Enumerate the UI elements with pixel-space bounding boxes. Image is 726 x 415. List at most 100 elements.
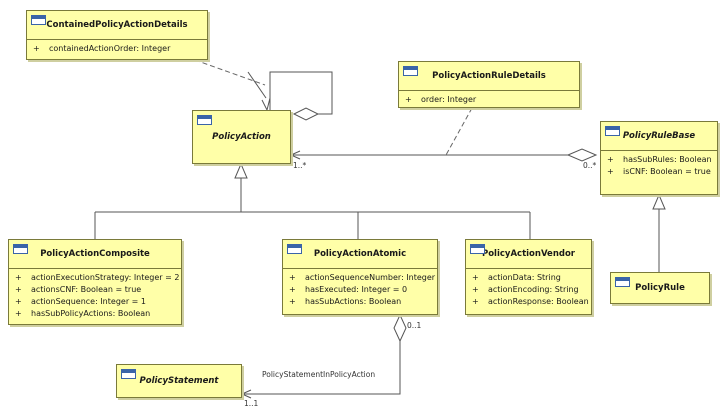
attribute-text: isCNF: Boolean = true <box>623 167 711 176</box>
attribute-row: + actionEncoding: String <box>470 284 587 296</box>
attribute-text: actionExecutionStrategy: Integer = 2 <box>31 273 180 282</box>
attribute-row: + order: Integer <box>403 94 575 106</box>
visibility-marker: + <box>607 167 614 176</box>
assoc-class-link-ruledetails <box>445 107 473 156</box>
self-association-line <box>269 71 333 115</box>
attribute-row: + hasSubPolicyActions: Boolean <box>13 308 177 320</box>
class-policy-action-composite[interactable]: PolicyActionComposite + actionExecutionSt… <box>8 239 182 325</box>
attribute-text: actionSequenceNumber: Integer <box>305 273 436 282</box>
attribute-text: containedActionOrder: Integer <box>49 44 171 53</box>
contained-arrow-line <box>247 71 267 99</box>
class-icon <box>615 277 630 287</box>
class-name: PolicyAction <box>212 132 271 142</box>
attribute-list: + actionData: String + actionEncoding: Stri… <box>466 268 591 311</box>
class-policy-statement[interactable]: PolicyStatement <box>116 364 242 398</box>
attribute-text: hasSubActions: Boolean <box>305 297 402 306</box>
class-icon <box>197 115 212 125</box>
rule-generalization-triangle <box>652 193 666 210</box>
attribute-list: + actionSequenceNumber: Integer + hasExecut… <box>283 268 437 311</box>
attribute-row: + hasSubRules: Boolean <box>605 154 713 166</box>
attribute-list: + order: Integer <box>399 90 579 109</box>
class-icon <box>403 66 418 76</box>
self-association-diamond <box>292 107 320 121</box>
class-icon <box>287 244 302 254</box>
attribute-list: + hasSubRules: Boolean + isCNF: Boolean = t… <box>601 150 717 181</box>
visibility-marker: + <box>607 155 614 164</box>
assoc-class-link-contained <box>194 59 266 86</box>
attribute-text: hasSubRules: Boolean <box>623 155 712 164</box>
attribute-text: order: Integer <box>421 95 477 104</box>
attribute-text: actionsCNF: Boolean = true <box>31 285 142 294</box>
statement-aggregation-arrowhead <box>240 389 252 399</box>
class-header: ContainedPolicyActionDetails <box>27 11 207 39</box>
contained-arrowhead <box>261 97 271 112</box>
class-icon <box>31 15 46 25</box>
class-name: PolicyActionRuleDetails <box>432 71 546 81</box>
attribute-row: + isCNF: Boolean = true <box>605 166 713 178</box>
attribute-list: + containedActionOrder: Integer <box>27 39 207 58</box>
attribute-list: + actionExecutionStrategy: Integer = 2 + ac… <box>9 268 181 323</box>
class-name: PolicyStatement <box>139 376 219 386</box>
attribute-text: actionData: String <box>488 273 561 282</box>
attribute-row: + actionSequence: Integer = 1 <box>13 296 177 308</box>
class-contained-policy-action-details[interactable]: ContainedPolicyActionDetails + containedA… <box>26 10 208 60</box>
attribute-text: hasSubPolicyActions: Boolean <box>31 309 151 318</box>
class-policy-action[interactable]: PolicyAction <box>192 110 291 164</box>
class-header: PolicyActionComposite <box>9 240 181 268</box>
visibility-marker: + <box>33 44 40 53</box>
class-name: PolicyActionComposite <box>40 249 150 259</box>
visibility-marker: + <box>289 285 296 294</box>
attribute-row: + hasExecuted: Integer = 0 <box>287 284 433 296</box>
class-icon <box>470 244 485 254</box>
multiplicity-atomic-side: 0..1 <box>407 321 422 330</box>
attribute-row: + actionResponse: Boolean <box>470 296 589 308</box>
class-policy-action-rule-details[interactable]: PolicyActionRuleDetails + order: Integer <box>398 61 580 108</box>
association-name: PolicyStatementInPolicyAction <box>262 370 376 379</box>
class-header: PolicyActionAtomic <box>283 240 437 268</box>
attribute-text: actionEncoding: String <box>488 285 579 294</box>
multiplicity-rulebase-side: 0..* <box>583 161 597 170</box>
attribute-row: + actionData: String <box>470 272 587 284</box>
class-header: PolicyActionRuleDetails <box>399 62 579 90</box>
attribute-text: actionSequence: Integer = 1 <box>31 297 146 306</box>
class-icon <box>13 244 28 254</box>
attribute-text: hasExecuted: Integer = 0 <box>305 285 408 294</box>
visibility-marker: + <box>472 285 479 294</box>
visibility-marker: + <box>289 273 296 282</box>
attribute-text: actionResponse: Boolean <box>488 297 589 306</box>
class-name: PolicyActionVendor <box>481 249 575 259</box>
attribute-row: + actionSequenceNumber: Integer <box>287 272 436 284</box>
class-header: PolicyStatement <box>117 365 241 397</box>
class-header: PolicyAction <box>193 111 290 163</box>
class-name: ContainedPolicyActionDetails <box>46 20 188 30</box>
rulebase-aggregation-arrowhead <box>289 150 301 160</box>
visibility-marker: + <box>472 273 479 282</box>
multiplicity-statement-side: 1..1 <box>244 399 259 408</box>
class-policy-rule-base[interactable]: PolicyRuleBase + hasSubRules: Boolean + isC… <box>600 121 718 195</box>
class-header: PolicyRule <box>611 273 709 303</box>
class-name: PolicyRule <box>635 283 685 293</box>
attribute-row: + containedActionOrder: Integer <box>31 43 203 55</box>
class-name: PolicyRuleBase <box>622 131 696 141</box>
visibility-marker: + <box>15 273 22 282</box>
visibility-marker: + <box>15 285 22 294</box>
attribute-row: + hasSubActions: Boolean <box>287 296 433 308</box>
class-header: PolicyRuleBase <box>601 122 717 150</box>
multiplicity-action-side: 1..* <box>293 161 307 170</box>
class-policy-action-vendor[interactable]: PolicyActionVendor + actionData: String + a… <box>465 239 592 315</box>
class-icon <box>605 126 620 136</box>
visibility-marker: + <box>405 95 412 104</box>
class-policy-rule[interactable]: PolicyRule <box>610 272 710 304</box>
visibility-marker: + <box>15 297 22 306</box>
visibility-marker: + <box>15 309 22 318</box>
statement-aggregation-diamond <box>393 313 407 343</box>
class-header: PolicyActionVendor <box>466 240 591 268</box>
class-policy-action-atomic[interactable]: PolicyActionAtomic + actionSequenceNumber… <box>282 239 438 315</box>
generalization-triangle <box>234 162 248 179</box>
class-icon <box>121 369 136 379</box>
visibility-marker: + <box>472 297 479 306</box>
rulebase-aggregation-diamond <box>566 148 598 162</box>
attribute-row: + actionsCNF: Boolean = true <box>13 284 177 296</box>
visibility-marker: + <box>289 297 296 306</box>
